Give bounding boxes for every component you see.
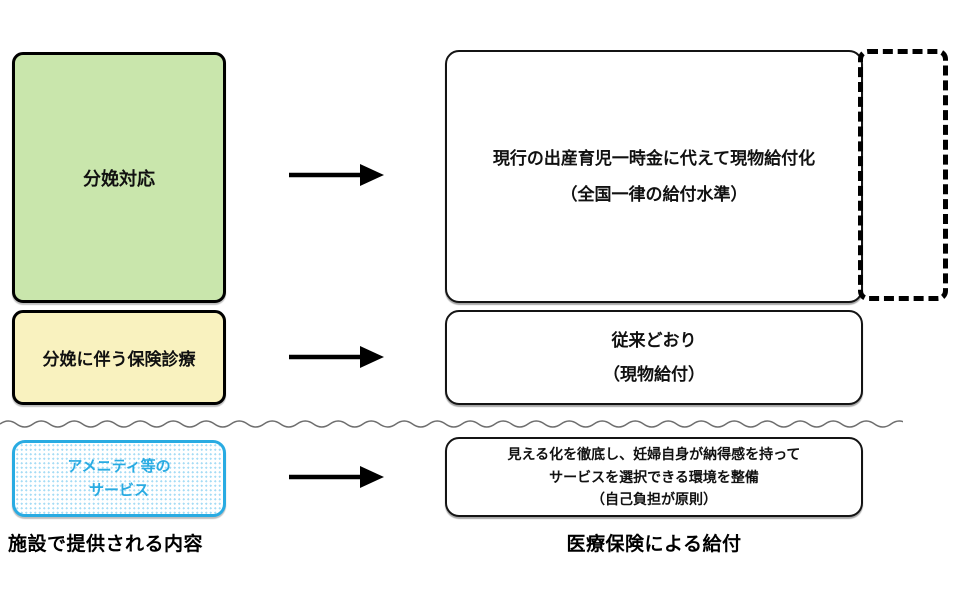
result-box-amenity-line3: （自己負担が原則） xyxy=(591,491,717,508)
result-box-delivery: 現行の出産育児一時金に代えて現物給付化 （全国一律の給付水準） xyxy=(445,50,863,303)
source-box-amenity-line1: アメニティ等の xyxy=(67,458,171,476)
source-box-insurance-label: 分娩に伴う保険診療 xyxy=(42,350,196,369)
footer-left-label: 施設で提供される内容 xyxy=(8,534,204,555)
source-box-delivery-label: 分娩対応 xyxy=(83,168,155,189)
source-box-insurance: 分娩に伴う保険診療 xyxy=(12,310,226,405)
result-box-delivery-line2: （全国一律の給付水準） xyxy=(560,184,748,204)
dashed-outline-box xyxy=(858,49,948,301)
result-box-insurance-line1: 従来どおり xyxy=(611,330,697,350)
result-box-amenity: 見える化を徹底し、妊婦自身が納得感を持って サービスを選択できる環境を整備 （自… xyxy=(445,437,863,517)
source-box-delivery: 分娩対応 xyxy=(12,52,226,303)
footer-right-label: 医療保険による給付 xyxy=(566,534,742,555)
arrow-row3-icon xyxy=(289,466,384,488)
result-box-insurance: 従来どおり （現物給付） xyxy=(445,310,863,405)
arrow-row1-icon xyxy=(289,164,384,186)
source-box-amenity: アメニティ等の サービス xyxy=(12,440,226,517)
wavy-divider xyxy=(0,420,903,428)
source-box-amenity-line2: サービス xyxy=(88,481,149,499)
result-box-delivery-line1: 現行の出産育児一時金に代えて現物給付化 xyxy=(492,148,816,168)
result-box-insurance-line2: （現物給付） xyxy=(603,364,705,384)
result-box-amenity-line2: サービスを選択できる環境を整備 xyxy=(549,468,759,485)
result-box-amenity-line1: 見える化を徹底し、妊婦自身が納得感を持って xyxy=(507,445,801,462)
arrow-row2-icon xyxy=(289,346,384,368)
